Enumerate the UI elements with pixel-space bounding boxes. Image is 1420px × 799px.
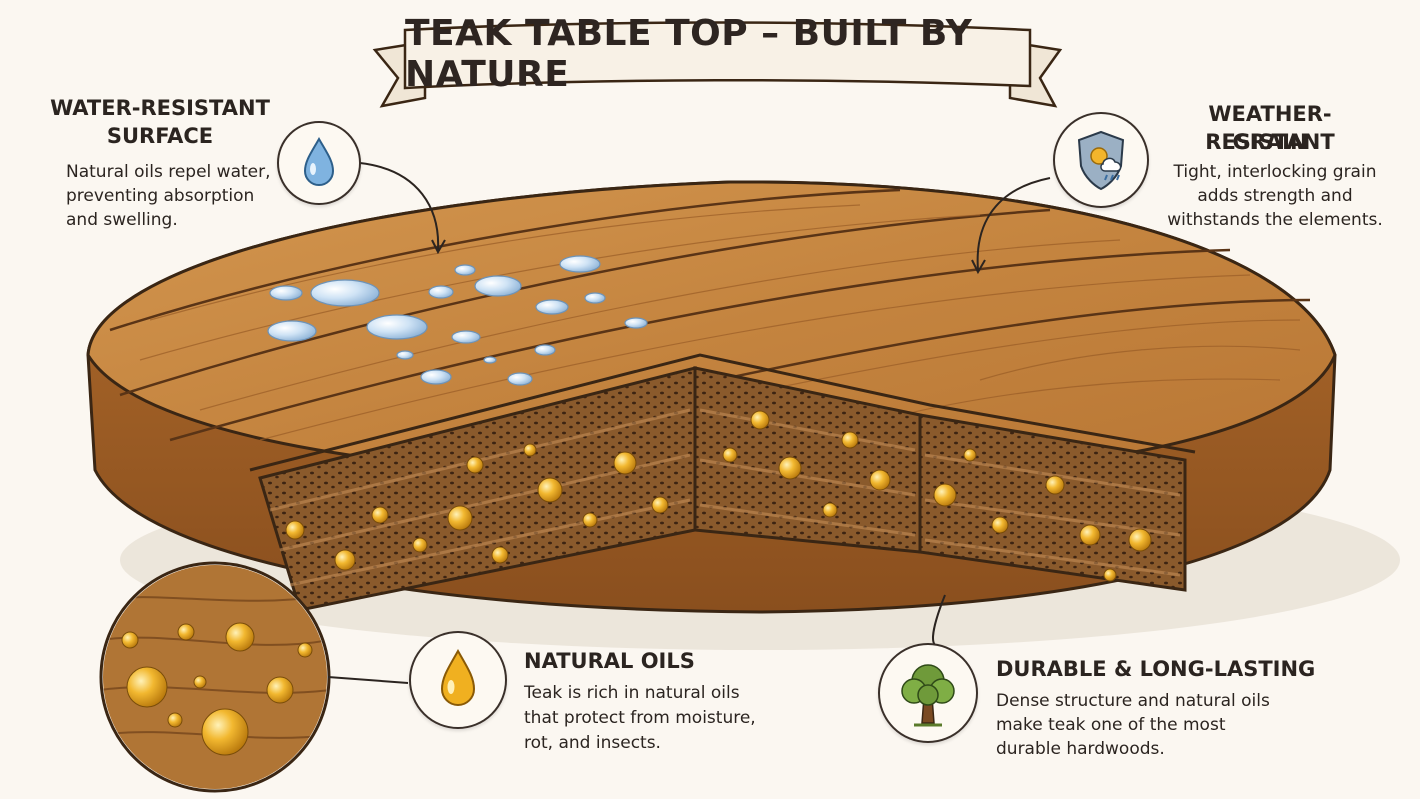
oils-body-1: Teak is rich in natural oils [524,683,740,703]
water-body-1: Natural oils repel water, [66,162,271,182]
oil-drop-icon [440,648,476,706]
cutaway-front-right [918,413,1187,592]
connector-lines [327,162,1051,684]
water-title-2: SURFACE [106,124,214,148]
oils-body-3: rot, and insects. [524,733,661,753]
weather-shield-icon [1077,130,1125,191]
durable-body-3: durable hardwoods. [996,739,1165,759]
oils-title: NATURAL OILS [524,649,695,673]
zoom-detail-circle [99,561,331,793]
tree-icon-ring [878,643,978,743]
durable-body-1: Dense structure and natural oils [996,691,1270,711]
oil-drop-icon-ring [409,631,507,729]
title-banner [372,21,1063,108]
weather-title-2: GRAIN [1232,130,1308,154]
oils-body-2: that protect from moisture, [524,708,756,728]
weather-shield-icon-ring [1053,112,1149,208]
water-beads [267,255,648,386]
water-drop-icon-ring [277,121,361,205]
durable-body-2: make teak one of the most [996,715,1226,735]
water-title-1: WATER-RESISTANT [50,96,270,120]
cutaway-edge [249,353,1196,472]
weather-body-2: adds strength and [1197,186,1353,206]
water-body-3: and swelling. [66,210,178,230]
durable-title: DURABLE & LONG-LASTING [996,657,1316,681]
oil-droplets-section [285,410,1152,582]
tree-icon [901,664,955,727]
water-drop-icon [303,136,335,186]
water-body-2: preventing absorption [66,186,255,206]
weather-body-1: Tight, interlocking grain [1173,162,1377,182]
page-title: TEAK TABLE TOP – BUILT BY NATURE [405,13,973,95]
weather-title-1: WEATHER-RESISTANT [1205,102,1335,154]
weather-body-3: withstands the elements. [1167,210,1383,230]
